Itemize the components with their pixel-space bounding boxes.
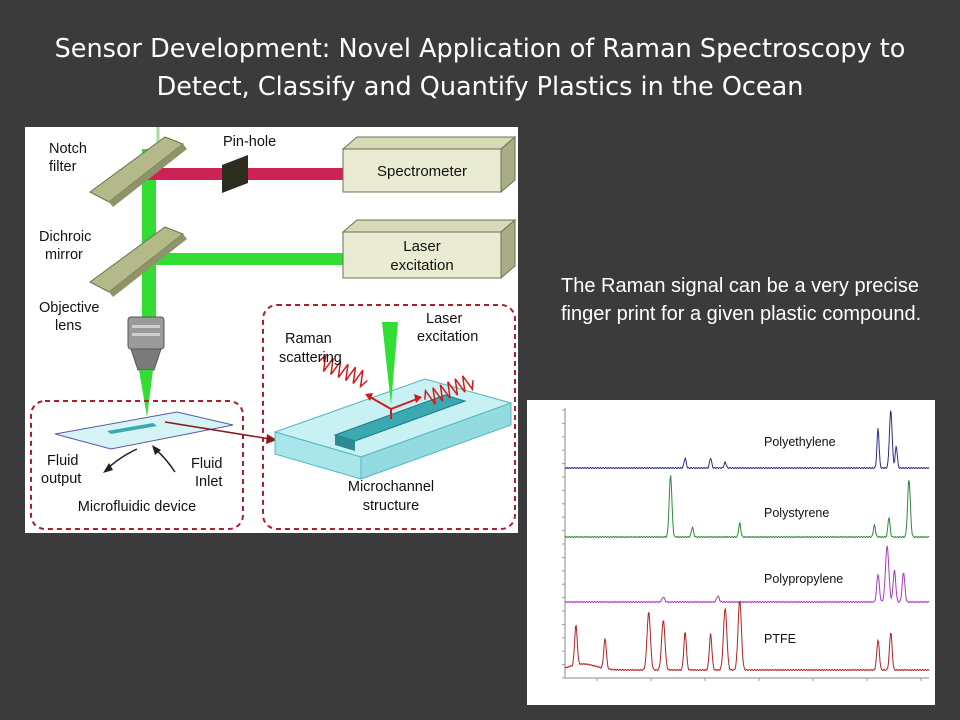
- excitation-cone: [382, 322, 398, 405]
- series-label-polystyrene: Polystyrene: [764, 506, 829, 520]
- microfluidic-device-box: [30, 400, 244, 530]
- zoom-arrow-line: [164, 421, 271, 440]
- label-objective-1: Objective: [39, 300, 99, 316]
- fluid-output-arrow: [106, 448, 138, 470]
- label-fluid-inlet-2: Inlet: [195, 474, 222, 490]
- label-microchannel-1: Microchannel: [348, 479, 434, 495]
- slide-title: Sensor Development: Novel Application of…: [54, 34, 906, 102]
- label-laser-box-2: excitation: [390, 257, 453, 274]
- horizontal-laser-beam: [146, 253, 346, 265]
- focused-beam: [139, 370, 153, 417]
- label-laser-box-1: Laser: [403, 238, 441, 255]
- microfluidic-channel: [107, 423, 157, 434]
- label-laser-exc-2: excitation: [417, 329, 478, 345]
- label-pinhole: Pin-hole: [223, 134, 276, 150]
- series-label-ptfe: PTFE: [764, 632, 796, 646]
- scatter-arrow-right: [390, 398, 418, 410]
- objective-lens-ring: [132, 325, 160, 328]
- label-dichroic-1: Dichroic: [39, 229, 91, 245]
- dichroic-mirror-edge: [109, 234, 187, 297]
- label-fluid-inlet-1: Fluid: [191, 456, 222, 472]
- label-laser-exc-1: Laser: [426, 311, 462, 327]
- spectrum-polystyrene: [564, 475, 930, 539]
- label-raman-2: scattering: [279, 350, 342, 366]
- zoom-arrowhead: [266, 434, 277, 444]
- fluid-output-arrowhead: [103, 463, 113, 473]
- label-dichroic-2: mirror: [45, 247, 83, 263]
- raman-setup-diagram: Notch filter Pin-hole Spectrometer Dichr…: [25, 127, 518, 533]
- objective-lens-tip: [130, 348, 162, 371]
- label-objective-2: lens: [55, 318, 82, 334]
- spectrometer-box: [342, 148, 502, 193]
- laser-box: [342, 231, 502, 279]
- series-label-polyethylene: Polyethylene: [764, 435, 836, 449]
- vertical-laser-beam: [142, 149, 156, 324]
- notch-filter-edge: [109, 144, 187, 207]
- microchannel-block-side: [360, 402, 512, 480]
- scatter-arrow-left: [369, 396, 392, 410]
- microchannel-structure-box: [262, 304, 516, 530]
- pinhole-plate: [222, 155, 248, 193]
- scatter-arrowhead-right: [414, 394, 422, 403]
- microchannel: [333, 394, 467, 442]
- label-fluid-output-2: output: [41, 471, 81, 487]
- fluid-inlet-arrowhead: [152, 445, 161, 455]
- microchannel-front: [335, 435, 355, 451]
- label-microfluidic: Microfluidic device: [78, 499, 196, 515]
- series-label-polypropylene: Polypropylene: [764, 572, 843, 586]
- label-notch-1: Notch: [49, 141, 87, 157]
- laser-box-top: [341, 219, 517, 233]
- description-text: The Raman signal can be a very precise f…: [561, 275, 922, 325]
- raman-spectra-figure: Polyethylene Polystyrene Polypropylene P…: [527, 400, 935, 705]
- scatter-arrowhead-left: [365, 393, 373, 401]
- label-raman-1: Raman: [285, 331, 332, 347]
- objective-lens-ring-2: [132, 333, 160, 336]
- label-spectrometer: Spectrometer: [377, 163, 467, 180]
- spectrum-polypropylene: [564, 545, 930, 604]
- label-notch-2: filter: [49, 159, 77, 175]
- microfluidic-chip: [54, 411, 234, 450]
- spectrum-ptfe: [564, 600, 930, 672]
- spectrometer-box-top: [341, 136, 517, 150]
- label-fluid-output-1: Fluid: [47, 453, 78, 469]
- spectrum-polyethylene: [564, 410, 930, 470]
- diagram-svg: Notch filter Pin-hole Spectrometer Dichr…: [30, 127, 517, 530]
- raman-scatter-wave-right: [424, 375, 474, 405]
- label-microchannel-2: structure: [363, 498, 419, 514]
- spectra-svg: Polyethylene Polystyrene Polypropylene P…: [562, 408, 930, 681]
- spectra-ticks: [562, 409, 922, 681]
- raman-scatter-wave-left: [318, 353, 368, 389]
